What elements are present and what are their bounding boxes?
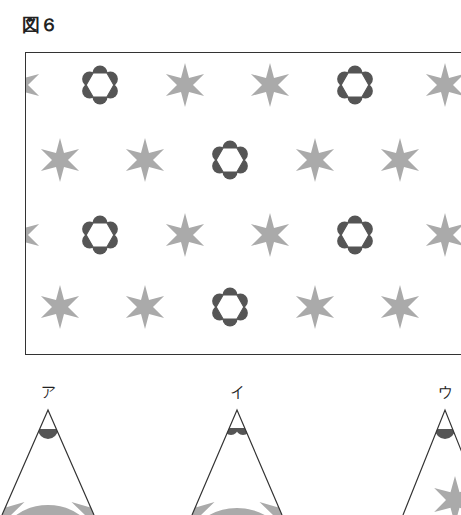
- star-shape: [126, 138, 164, 182]
- flower-shape: [82, 216, 118, 255]
- figure-number: 図６: [22, 16, 58, 34]
- star-shape: [25, 63, 39, 107]
- star-shape: [381, 138, 419, 182]
- flower-shape: [212, 141, 248, 180]
- triangle-outline: [403, 410, 461, 515]
- option-content: [434, 429, 461, 515]
- option-label: ア: [41, 385, 56, 400]
- star-shape: [251, 63, 289, 107]
- star-shape: [426, 63, 461, 107]
- star-shape: [381, 285, 419, 329]
- option-label: イ: [230, 385, 245, 400]
- star-shape: [426, 213, 461, 257]
- flower-shape: [337, 216, 373, 255]
- flower-shape: [82, 66, 118, 105]
- option-content: [0, 429, 117, 515]
- star-shape: [25, 213, 39, 257]
- star-shape: [41, 138, 79, 182]
- frame: [26, 53, 461, 355]
- star-shape: [166, 63, 204, 107]
- star-shape: [251, 213, 289, 257]
- star-shape: [166, 213, 204, 257]
- option-label: ウ: [438, 385, 453, 400]
- option-content: [170, 428, 305, 515]
- star-shape: [41, 285, 79, 329]
- star-shape: [126, 285, 164, 329]
- triangle-outline: [192, 410, 282, 515]
- star-shape: [296, 285, 334, 329]
- flower-shape: [337, 66, 373, 105]
- triangle-outline: [2, 410, 94, 515]
- star-shape: [296, 138, 334, 182]
- flower-shape: [212, 288, 248, 327]
